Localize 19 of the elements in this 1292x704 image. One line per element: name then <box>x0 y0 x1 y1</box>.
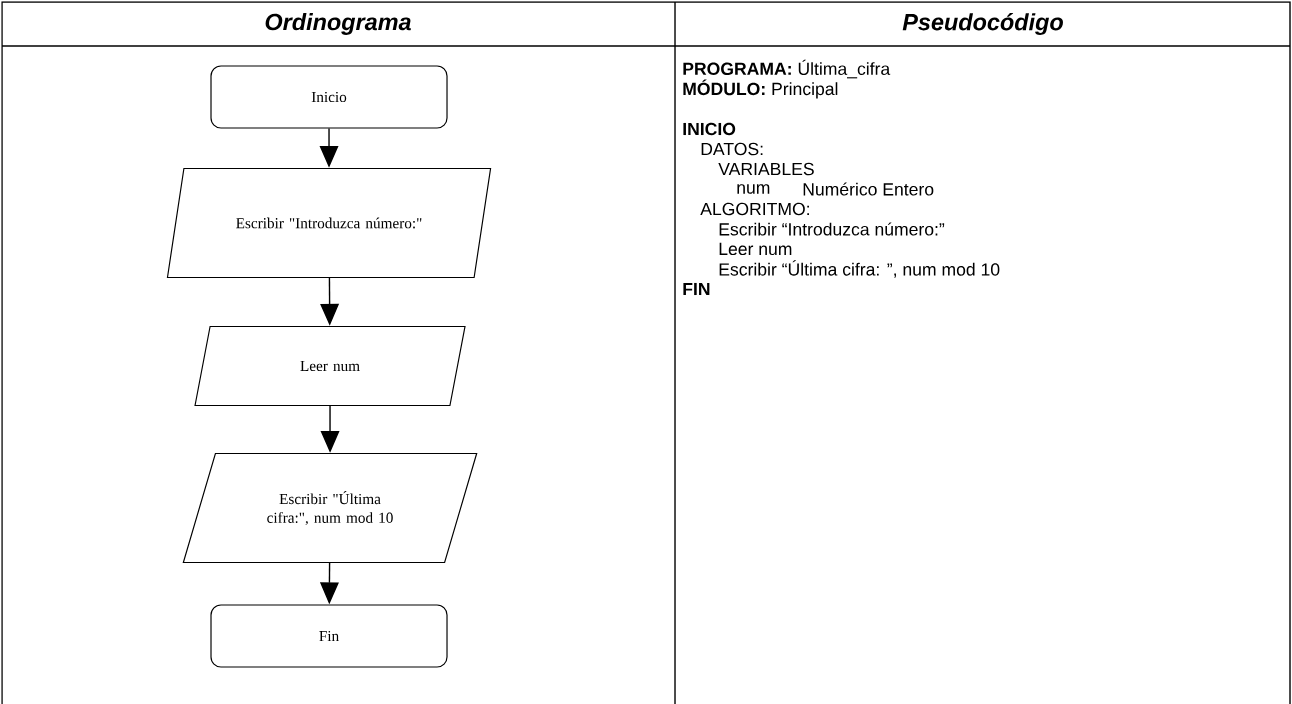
io-parallelogram: Escribir "Última cifra:", num mod 10 <box>182 452 478 564</box>
column-header: Ordinograma <box>265 13 411 35</box>
code-line: MÓDULO: Principal <box>683 79 838 99</box>
io-parallelogram: Leer num <box>194 325 466 407</box>
terminal-box: Fin <box>210 604 448 668</box>
code-line: Leer num <box>719 242 792 256</box>
code-line: DATOS: <box>701 142 763 156</box>
code-line: FIN <box>683 282 710 296</box>
column-header: Pseudocódigo <box>902 13 1063 36</box>
code-line: PROGRAMA: Última_cifra <box>683 59 891 79</box>
code-line: Escribir “Última cifra: ”, num mod 10 <box>719 260 1000 278</box>
code-line: ALGORITMO: <box>700 202 809 216</box>
code-line: Escribir “Introduzca número:” <box>719 222 945 236</box>
code-line: INICIO <box>683 122 736 136</box>
code-line: num <box>737 184 770 194</box>
terminal-box: Inicio <box>210 65 448 129</box>
io-parallelogram: Escribir "Introduzca número:" <box>166 167 492 279</box>
code-line: VARIABLES <box>718 162 814 176</box>
code-line: Numérico Entero <box>803 182 934 196</box>
